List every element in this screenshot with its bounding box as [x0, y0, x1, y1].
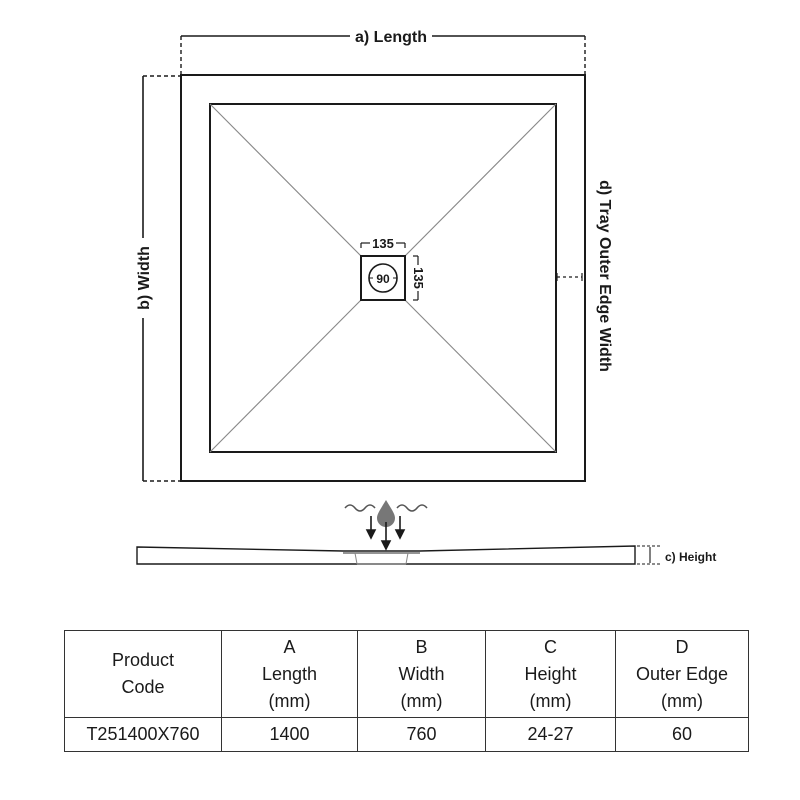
- length-dimension: a) Length: [180, 29, 586, 75]
- width-dimension: b) Width: [136, 75, 181, 482]
- tray-profile: [136, 545, 636, 565]
- cell-height: 24-27: [485, 717, 616, 752]
- cell-product-code: T251400X760: [64, 717, 222, 752]
- cell-outer-edge: 60: [615, 717, 749, 752]
- water-drop-icon: [377, 500, 395, 527]
- wave-icon: [344, 504, 376, 512]
- header-product-code: Product Code: [64, 630, 222, 718]
- tray-diagram: a) Length b) Width 90 135 135: [136, 29, 716, 565]
- tray-outer: [180, 74, 586, 482]
- header-length: A Length (mm): [221, 630, 358, 718]
- height-dimension: c) Height: [637, 545, 716, 565]
- length-label: a) Length: [355, 29, 427, 46]
- table-row: T251400X760 1400 760 24-27 60: [64, 717, 749, 752]
- outer-edge-label: d) Tray Outer Edge Width: [596, 180, 613, 372]
- cell-length: 1400: [221, 717, 358, 752]
- slope-diagonals: [209, 103, 557, 453]
- drain-width-label: 135: [372, 236, 394, 251]
- spec-table: Product Code A Length (mm) B Width (mm) …: [64, 630, 749, 752]
- cell-width: 760: [357, 717, 486, 752]
- table-header-row: Product Code A Length (mm) B Width (mm) …: [64, 630, 749, 718]
- height-label: c) Height: [665, 550, 716, 564]
- wave-icon: [396, 504, 428, 512]
- header-height: C Height (mm): [485, 630, 616, 718]
- width-label: b) Width: [136, 246, 153, 310]
- header-width: B Width (mm): [357, 630, 486, 718]
- header-outer-edge: D Outer Edge (mm): [615, 630, 749, 718]
- drain-height-label: 135: [411, 267, 426, 289]
- down-arrow-icon: [365, 516, 406, 551]
- drain: 90 135 135: [360, 236, 426, 301]
- drain-diameter-label: 90: [376, 272, 390, 286]
- outer-edge-dimension: d) Tray Outer Edge Width: [556, 180, 613, 372]
- tray-inner: [209, 103, 557, 453]
